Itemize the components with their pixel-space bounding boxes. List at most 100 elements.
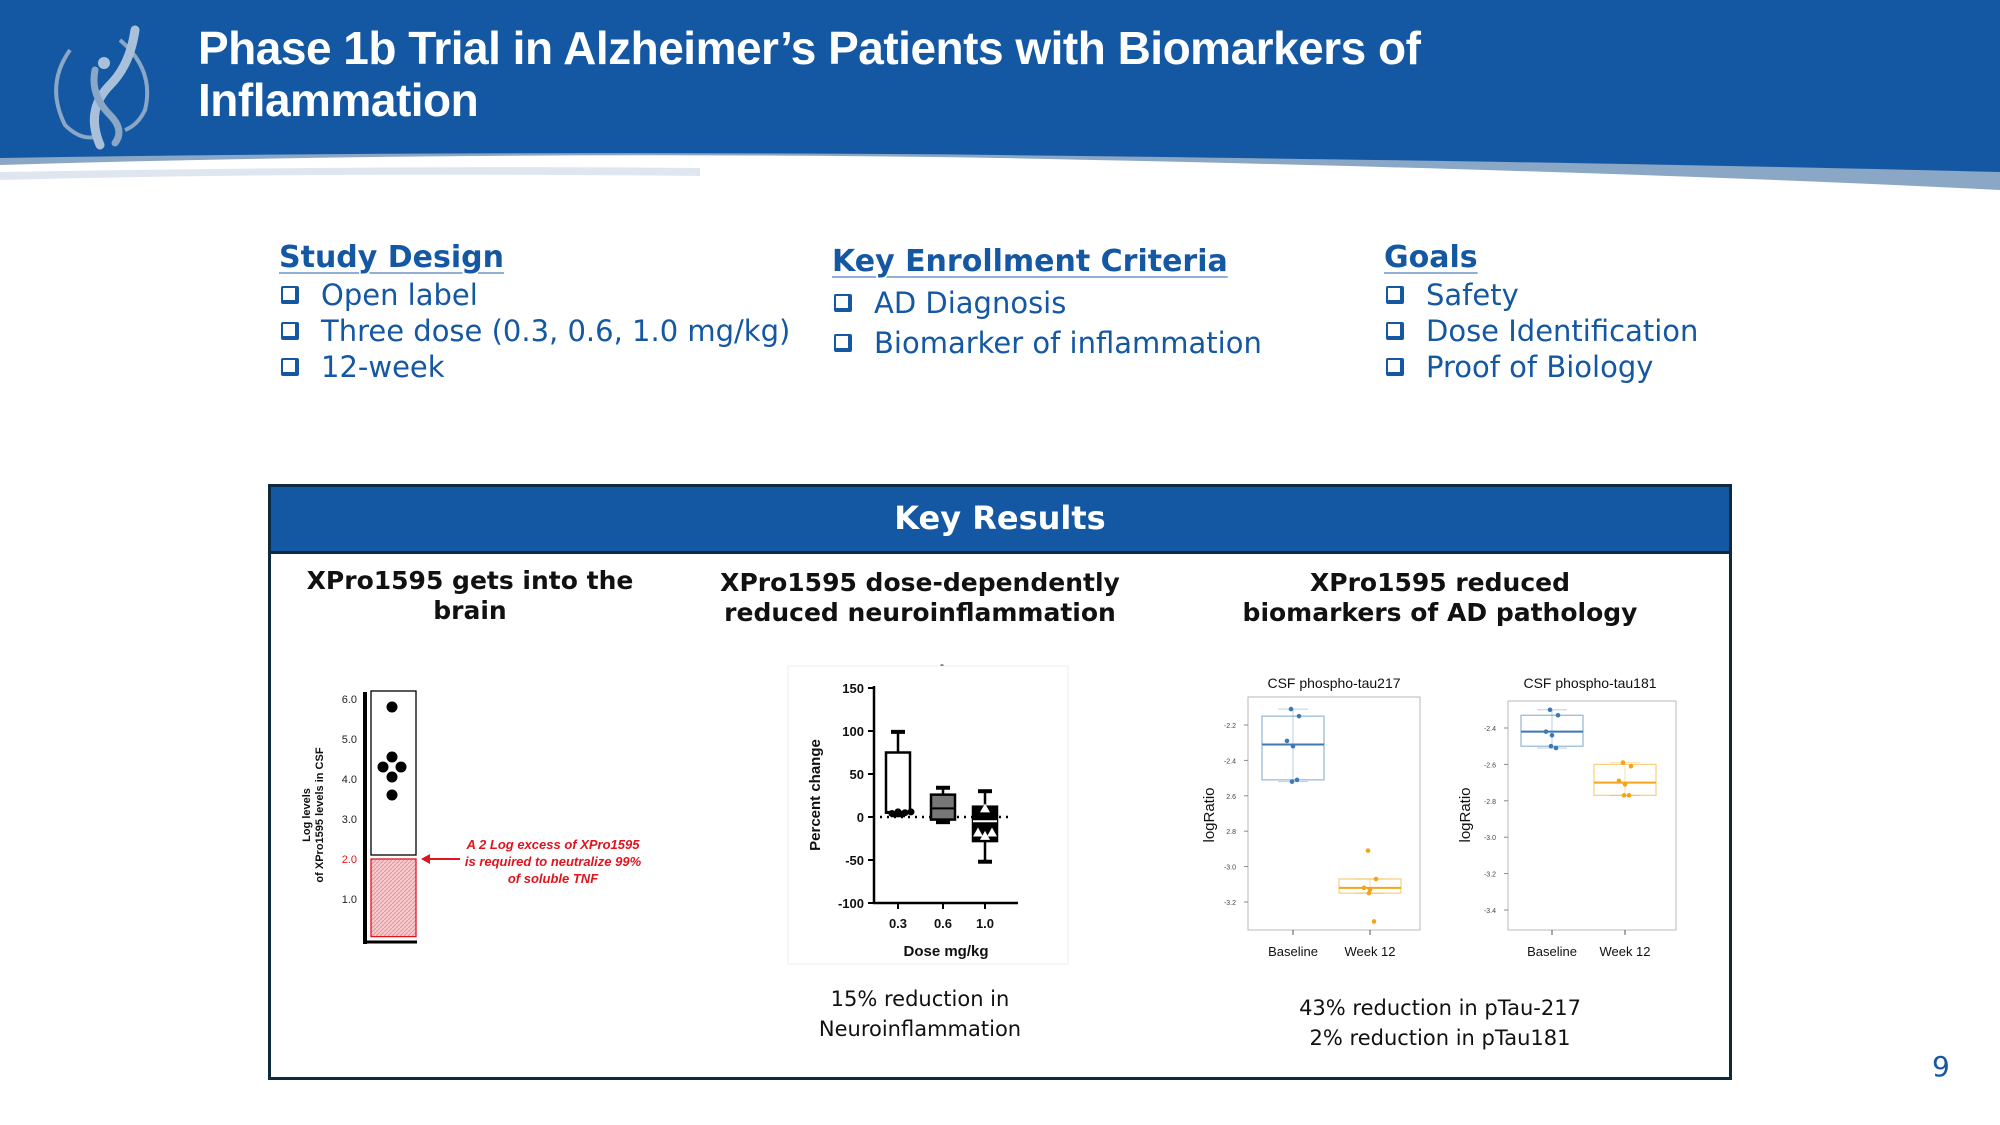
panel3-title-line2: biomarkers of AD pathology [1242,598,1638,627]
c3-data-point [1294,777,1300,783]
list-item-label: Dose Identification [1426,314,1699,348]
c3-data-point [1373,876,1379,882]
c2-x-tick-label: 0.3 [889,916,907,931]
c4-x-tick-label: Week 12 [1599,944,1650,959]
c1-data-point [386,751,398,763]
panel3-caption-line2: 2% reduction in pTau181 [1309,1026,1571,1050]
c4-y-tick-label: -2.8 [1484,799,1496,806]
c2-data-point [894,808,902,816]
c4-data-point [1555,712,1561,718]
c4-data-point [1628,763,1634,769]
c1-annotation-line2: is required to neutralize 99% [465,854,642,869]
enrollment-criteria-heading: Key Enrollment Criteria [832,244,1228,279]
c2-ylabel: Percent change [807,739,824,851]
c4-data-point [1620,760,1626,765]
c1-annotation-line1: A 2 Log excess of XPro1595 [466,837,641,852]
list-item: AD Diagnosis [834,286,1066,320]
c3-data-point [1361,885,1367,891]
list-item: Three dose (0.3, 0.6, 1.0 mg/kg) [281,314,790,348]
c4-y-tick-label: -3.4 [1484,908,1496,915]
c4-data-point [1543,729,1549,734]
c3-y-tick-label: -3.2 [1224,900,1236,907]
c2-data-point [888,810,896,818]
header-banner [0,0,2000,190]
c1-annotation-line3: of soluble TNF [508,871,599,886]
c1-y-tick-label: 1.0 [342,894,357,906]
c4-data-point [1626,793,1632,798]
c3-data-point [1365,848,1371,853]
c4-data-point [1549,732,1555,738]
panel2-caption-line1: 15% reduction in [830,987,1010,1011]
panel3-title-line1: XPro1595 reduced [1309,568,1571,597]
c1-data-point [386,789,398,801]
list-item: Proof of Biology [1386,350,1653,384]
c4-data-point [1616,778,1622,784]
csf-levels-chart: Log levels of XPro1595 levels in CSF 1.0… [301,690,642,944]
c3-data-point [1290,743,1296,749]
panel2-title-line2: reduced neuroinflammation [724,598,1116,627]
checkbox-bullet-icon [281,286,299,304]
c1-y-tick-label: 2.0 [342,854,357,866]
c1-y-tick-label: 6.0 [342,694,357,706]
c2-data-point [901,809,909,817]
c2-y-tick-label: -100 [838,896,864,911]
c3-y-tick-label: 2.6 [1226,794,1236,801]
c3-y-tick-label: -2.2 [1224,723,1236,730]
c4-y-tick-label: -2.4 [1484,726,1496,733]
list-item-label: 12-week [321,350,445,384]
goals-heading: Goals [1384,240,1478,275]
c1-data-point [377,761,389,773]
c2-xlabel: Dose mg/kg [903,943,988,960]
checkbox-bullet-icon [1386,322,1404,340]
key-results-heading: Key Results [271,487,1729,554]
panel1-title: XPro1595 gets into the brain [306,566,634,625]
c4-data-point [1553,745,1559,751]
panel2-title: XPro1595 dose-dependently reduced neuroi… [700,568,1140,628]
c4-y-tick-label: -3.2 [1484,872,1496,879]
checkbox-bullet-icon [281,358,299,376]
c3-data-point [1366,890,1372,896]
c1-y-tick-label: 3.0 [342,814,357,826]
c1-data-point [386,771,398,783]
c3-data-point [1296,713,1302,719]
page-title-line2: Inflammation [198,74,479,126]
checkbox-bullet-icon [834,294,852,312]
c1-ylabel-line1: Log levels [301,788,313,842]
c1-data-point [386,701,398,713]
figure-helix-logo-icon [54,25,150,150]
list-item-label: Proof of Biology [1426,350,1654,384]
panel3-caption-line1: 43% reduction in pTau-217 [1299,996,1581,1020]
c4-data-point [1621,793,1627,798]
c3-ylabel: logRatio [1201,787,1218,842]
c2-y-tick-label: -50 [845,853,864,868]
c4-data-point [1622,782,1628,787]
c2-y-tick-label: 0 [857,810,864,825]
c3-data-point [1289,779,1295,784]
list-item: Open label [281,278,478,312]
list-item: Safety [1386,278,1519,312]
c4-data-point [1547,707,1553,713]
panel2-caption-line2: Neuroinflammation [818,1017,1022,1041]
c2-data-point [907,808,915,816]
list-item: Dose Identification [1386,314,1698,348]
c1-y-tick-label: 4.0 [342,774,357,786]
c4-data-point [1548,743,1554,749]
c2-triangle-point [980,830,990,840]
panel3-title: XPro1595 reduced biomarkers of AD pathol… [1220,568,1660,628]
checkbox-bullet-icon [1386,358,1404,376]
c4-x-tick-label: Baseline [1527,944,1577,959]
c2-triangle-point [973,827,983,837]
neuroinflammation-chart: - Percent change Dose mg/kg -100-5005010… [787,657,1069,965]
c3-data-point [1284,738,1290,744]
c3-data-point [1288,706,1294,712]
c2-box [929,793,957,821]
list-item: 12-week [281,350,445,384]
page-title-line1: Phase 1b Trial in Alzheimer’s Patients w… [198,22,1421,74]
panel3-caption: 43% reduction in pTau-217 2% reduction i… [1240,993,1640,1053]
study-design-heading: Study Design [279,240,504,275]
c1-threshold-region [370,858,417,938]
c3-y-tick-label: -3.0 [1224,865,1236,872]
c3-x-tick-label: Baseline [1268,944,1318,959]
c1-arrow-head-icon [421,854,430,864]
